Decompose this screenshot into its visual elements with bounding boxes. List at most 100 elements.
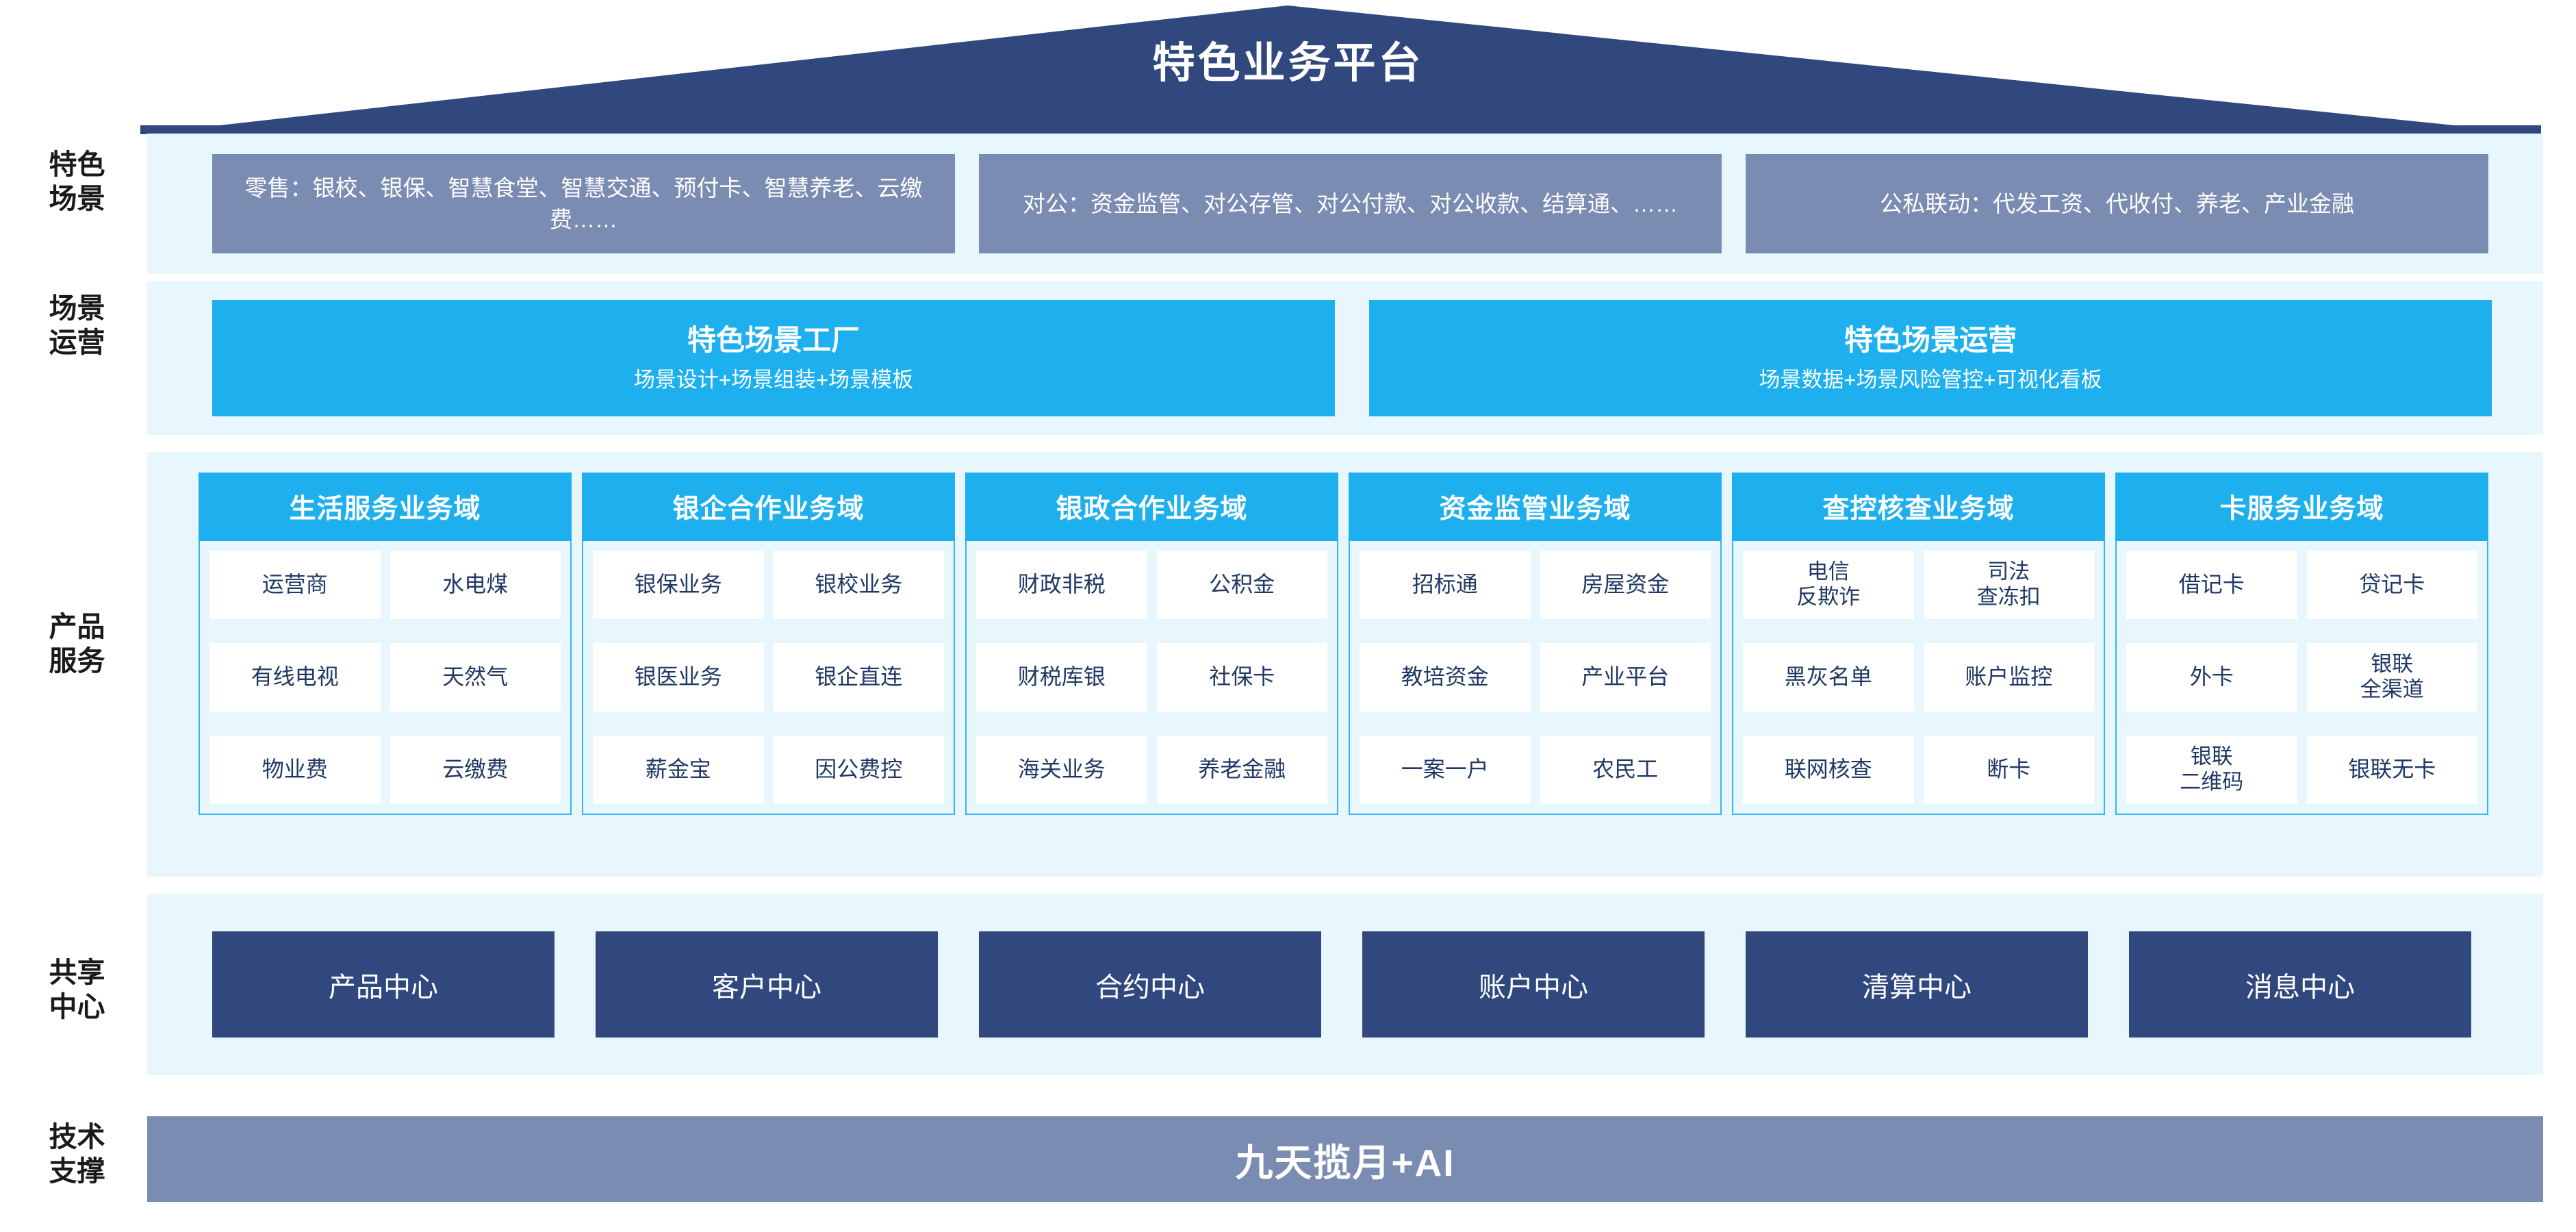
business-domain-item[interactable]: 司法查冻扣 (1923, 551, 2094, 619)
business-domain-item-row: 联网核查断卡 (1743, 736, 2094, 804)
business-domain-item[interactable]: 银联二维码 (2126, 736, 2297, 804)
business-domain-item[interactable]: 养老金融 (1156, 736, 1327, 804)
business-domain-item[interactable]: 电信反欺诈 (1743, 551, 1914, 619)
business-domain-item[interactable]: 贷记卡 (2306, 551, 2477, 619)
business-domain-item-row: 外卡银联全渠道 (2126, 643, 2477, 712)
business-domain-title[interactable]: 生活服务业务域 (199, 473, 572, 541)
business-domain-item[interactable]: 断卡 (1923, 736, 2094, 804)
rail-label-shared-centers: 共享 中心 (21, 955, 133, 1024)
rail-label-line-1: 技术 (49, 1121, 105, 1153)
scenario-box-retail[interactable]: 零售：银校、银保、智慧食堂、智慧交通、预付卡、智慧养老、云缴费…… (212, 154, 955, 253)
business-domain-item[interactable]: 银保业务 (593, 551, 764, 619)
rail-label-line-1: 场景 (49, 292, 105, 324)
business-domain-column: 资金监管业务域招标通房屋资金教培资金产业平台一案一户农民工 (1349, 473, 1722, 815)
business-domain-item[interactable]: 银联全渠道 (2306, 643, 2477, 712)
rail-label-special-scenarios: 特色 场景 (21, 147, 133, 216)
business-domain-item[interactable]: 银校业务 (773, 551, 944, 619)
business-domain-item-row: 财税库银社保卡 (976, 643, 1327, 712)
business-domain-item[interactable]: 社保卡 (1156, 643, 1327, 712)
business-domain-item[interactable]: 云缴费 (390, 736, 561, 804)
business-domain-item[interactable]: 账户监控 (1923, 643, 2094, 712)
business-domain-items: 借记卡贷记卡外卡银联全渠道银联二维码银联无卡 (2115, 541, 2488, 815)
business-domain-column: 银企合作业务域银保业务银校业务银医业务银企直连薪金宝因公费控 (582, 473, 955, 815)
rail-label-line-2: 运营 (49, 327, 105, 359)
business-domain-item-row: 教培资金产业平台 (1360, 643, 1711, 712)
business-domain-item-row: 财政非税公积金 (976, 551, 1327, 619)
shared-center-box[interactable]: 清算中心 (1746, 931, 2088, 1038)
business-domain-item[interactable]: 黑灰名单 (1743, 643, 1914, 712)
business-domain-item[interactable]: 外卡 (2126, 643, 2297, 712)
scenario-operations-band: 特色场景工厂 场景设计+场景组装+场景模板 特色场景运营 场景数据+场景风险管控… (147, 281, 2543, 435)
business-domain-item[interactable]: 因公费控 (773, 736, 944, 804)
business-domain-item[interactable]: 海关业务 (976, 736, 1147, 804)
business-domain-item-row: 运营商水电煤 (209, 551, 561, 619)
business-domain-item[interactable]: 物业费 (209, 736, 381, 804)
business-domain-item-row: 银保业务银校业务 (593, 551, 944, 619)
tech-support-bar[interactable]: 九天揽月+AI (147, 1116, 2543, 1202)
business-domain-item[interactable]: 招标通 (1360, 551, 1531, 619)
business-domain-item[interactable]: 有线电视 (209, 643, 381, 712)
business-domain-item[interactable]: 产业平台 (1540, 643, 1711, 712)
business-domain-column: 卡服务业务域借记卡贷记卡外卡银联全渠道银联二维码银联无卡 (2115, 473, 2488, 815)
business-domain-item[interactable]: 财政非税 (976, 551, 1147, 619)
business-domain-item-row: 招标通房屋资金 (1360, 551, 1711, 619)
shared-center-box[interactable]: 合约中心 (979, 931, 1321, 1038)
business-domain-item-row: 一案一户农民工 (1360, 736, 1711, 804)
shared-center-box[interactable]: 账户中心 (1362, 931, 1705, 1038)
business-domain-item-row: 薪金宝因公费控 (593, 736, 944, 804)
business-domain-item-row: 电信反欺诈司法查冻扣 (1743, 551, 2094, 619)
rail-label-scenario-operations: 场景 运营 (21, 291, 133, 360)
rail-label-line-1: 特色 (49, 149, 105, 180)
business-domain-title[interactable]: 银政合作业务域 (965, 473, 1338, 541)
operation-subtitle: 场景设计+场景组装+场景模板 (633, 368, 914, 392)
business-domain-item[interactable]: 房屋资金 (1540, 551, 1711, 619)
rail-label-line-1: 产品 (49, 611, 105, 642)
business-domain-item[interactable]: 财税库银 (976, 643, 1147, 712)
rail-label-product-services: 产品 服务 (21, 609, 133, 678)
business-domain-item[interactable]: 银企直连 (773, 643, 944, 712)
business-domain-column: 生活服务业务域运营商水电煤有线电视天然气物业费云缴费 (199, 473, 572, 815)
operation-subtitle: 场景数据+场景风险管控+可视化看板 (1759, 368, 2102, 392)
business-domain-item[interactable]: 薪金宝 (593, 736, 764, 804)
business-domain-item[interactable]: 银联无卡 (2306, 736, 2477, 804)
page-title: 特色业务平台 (1152, 40, 1424, 87)
business-domain-item-row: 黑灰名单账户监控 (1743, 643, 2094, 712)
business-domain-title[interactable]: 查控核查业务域 (1732, 473, 2105, 541)
platform-roof-banner: 特色业务平台 (0, 0, 2576, 137)
rail-label-line-2: 场景 (49, 183, 105, 215)
shared-center-box[interactable]: 产品中心 (212, 931, 554, 1038)
rail-label-tech-support: 技术 支撑 (21, 1120, 133, 1188)
business-domain-item-row: 有线电视天然气 (209, 643, 561, 712)
scenario-box-public-private[interactable]: 公私联动：代发工资、代收付、养老、产业金融 (1746, 154, 2488, 253)
business-domain-item[interactable]: 农民工 (1540, 736, 1711, 804)
shared-center-box[interactable]: 消息中心 (2129, 931, 2471, 1038)
business-domain-items: 电信反欺诈司法查冻扣黑灰名单账户监控联网核查断卡 (1732, 541, 2105, 815)
operation-box-scenario-operations[interactable]: 特色场景运营 场景数据+场景风险管控+可视化看板 (1369, 300, 2492, 416)
business-domain-title[interactable]: 卡服务业务域 (2115, 473, 2488, 541)
business-domain-items: 运营商水电煤有线电视天然气物业费云缴费 (199, 541, 572, 815)
business-domain-item[interactable]: 银医业务 (593, 643, 764, 712)
operation-title: 特色场景工厂 (687, 323, 860, 356)
rail-label-line-1: 共享 (49, 957, 105, 988)
business-domain-item[interactable]: 公积金 (1156, 551, 1327, 619)
operation-box-scenario-factory[interactable]: 特色场景工厂 场景设计+场景组装+场景模板 (212, 300, 1335, 416)
business-domain-items: 银保业务银校业务银医业务银企直连薪金宝因公费控 (582, 541, 955, 815)
business-domain-column: 银政合作业务域财政非税公积金财税库银社保卡海关业务养老金融 (965, 473, 1338, 815)
business-domain-item[interactable]: 水电煤 (390, 551, 561, 619)
business-domain-items: 财政非税公积金财税库银社保卡海关业务养老金融 (965, 541, 1338, 815)
rail-label-line-2: 支撑 (49, 1155, 105, 1187)
business-domain-item[interactable]: 借记卡 (2126, 551, 2297, 619)
special-scenarios-band: 零售：银校、银保、智慧食堂、智慧交通、预付卡、智慧养老、云缴费…… 对公：资金监… (147, 134, 2543, 274)
shared-center-box[interactable]: 客户中心 (596, 931, 938, 1038)
business-domain-title[interactable]: 资金监管业务域 (1349, 473, 1722, 541)
business-domain-item[interactable]: 教培资金 (1360, 643, 1531, 712)
business-domain-item[interactable]: 一案一户 (1360, 736, 1531, 804)
business-domain-item[interactable]: 天然气 (390, 643, 561, 712)
scenario-box-corporate[interactable]: 对公：资金监管、对公存管、对公付款、对公收款、结算通、…… (979, 154, 1722, 253)
business-domain-title[interactable]: 银企合作业务域 (582, 473, 955, 541)
business-domain-item[interactable]: 运营商 (209, 551, 381, 619)
business-domain-item-row: 银医业务银企直连 (593, 643, 944, 712)
business-domain-item[interactable]: 联网核查 (1743, 736, 1914, 804)
business-domain-item-row: 海关业务养老金融 (976, 736, 1327, 804)
